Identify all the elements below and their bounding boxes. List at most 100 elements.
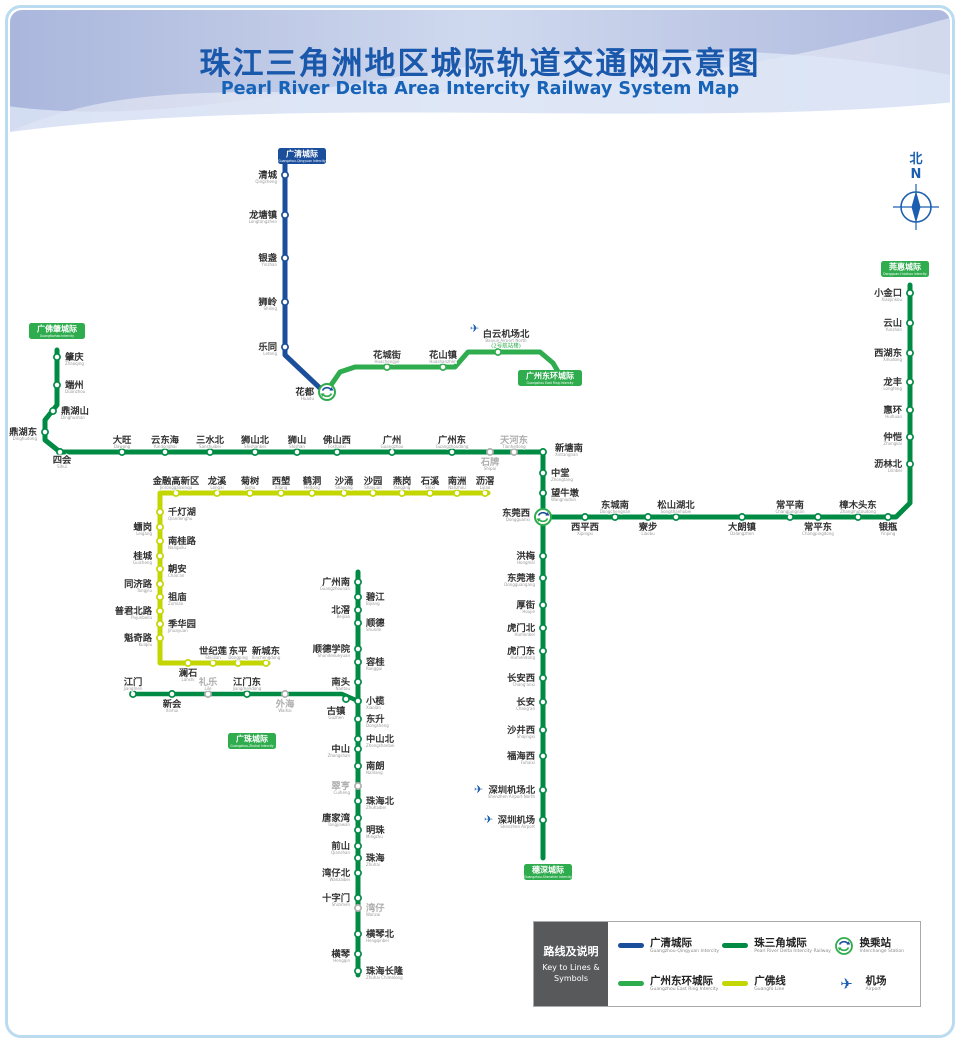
station-label-en: Houjie <box>522 609 535 614</box>
station-label-en: Waihai <box>278 708 291 713</box>
station-label-en: Duanzhou <box>65 389 86 394</box>
station-label-en: Yundonghai <box>152 444 176 449</box>
airport-icon: ✈ <box>474 783 483 796</box>
station-label-en: Shenzhen Airport <box>500 824 535 829</box>
station-label-en: Wangniudun <box>551 497 576 502</box>
station-label-en: Zhangmutoudong <box>840 509 876 514</box>
station-label-zh: 松山湖北 <box>657 499 695 511</box>
svg-text:北: 北 <box>909 152 922 167</box>
station-label-zh: 深圳机场北 <box>489 784 536 796</box>
station-label-en: Guangzhou <box>381 444 404 449</box>
page-subtitle: Pearl River Delta Area Intercity Railway… <box>220 79 740 99</box>
station-label-en: Zhuhai Chimelong <box>366 975 403 980</box>
station-label-zh: 广州南 <box>322 576 350 588</box>
station-label-en: Lanshi <box>182 677 195 682</box>
station-label-en: Xilang <box>275 485 288 490</box>
station-label-en: Huadu <box>301 396 315 401</box>
station-label-en: Jushu <box>244 485 256 490</box>
station-label-en: Zhongkai <box>883 441 902 446</box>
station-label-en: Huashanzhen <box>429 359 457 364</box>
station-label-zh: 沙井西 <box>507 724 535 736</box>
station-label-en: Hengqinbei <box>366 938 389 943</box>
airport-icon: ✈ <box>484 813 493 826</box>
station-label-en: Changpingdong <box>802 531 834 536</box>
station-label-zh: 横琴北 <box>366 928 395 940</box>
station-label-en: Dinghushan <box>61 415 85 420</box>
station-label-zh: 东城南 <box>601 499 629 511</box>
station-label-en: Dinghudong <box>13 436 38 441</box>
station-label-zh: 长安 <box>516 696 535 708</box>
station-label-zh: 明珠 <box>366 824 385 836</box>
station-label-en: Nanlang <box>366 770 383 775</box>
station-label-zh: 云东海 <box>151 434 180 446</box>
station-label-zh: 大朗镇 <box>728 521 757 533</box>
station-label-zh: 虎门北 <box>507 622 536 634</box>
station-label-en: Xiaojinkou <box>881 297 902 302</box>
station-label-zh: 南桂路 <box>168 535 197 547</box>
station-label-en: Guangzhounan <box>320 586 351 591</box>
station-label-zh: 江门东 <box>233 676 261 688</box>
page-title: 珠江三角洲地区城际轨道交通网示意图 <box>199 46 761 82</box>
station-label-zh: 狮岭 <box>257 296 277 308</box>
station-label-zh: 中山北 <box>366 733 395 745</box>
station-label-zh: 深圳机场 <box>498 814 535 826</box>
station-label-en: Changpingnan <box>775 509 805 514</box>
station-label-en: Qingcheng <box>255 179 277 184</box>
station-label-zh: 新会 <box>163 698 182 710</box>
station-label-en: Wanzai <box>366 912 380 917</box>
station-label-zh: 鼎湖东 <box>9 426 37 438</box>
station-label-en: Shishanbei <box>244 444 266 449</box>
station-label-en: Qianshan <box>331 850 350 855</box>
station-label-en: Shijilian <box>205 655 221 660</box>
station-label-zh: 西平西 <box>571 522 599 533</box>
station-label-en: Shundexueyuan <box>318 653 351 658</box>
station-label-en: Chang'anxi <box>513 682 535 687</box>
station-label-zh: 祖庙 <box>167 591 187 603</box>
badge-label-zh: 广佛肇城际 <box>37 324 77 334</box>
legend-key-panel: 路线及说明 Key to Lines & Symbols <box>534 922 608 1006</box>
station-label-zh: 桂城 <box>132 550 152 562</box>
station-label-en: Dongchengnan <box>600 509 631 514</box>
station-label-zh: 珠海 <box>366 852 385 864</box>
station-label-en: Longfeng <box>883 386 902 391</box>
